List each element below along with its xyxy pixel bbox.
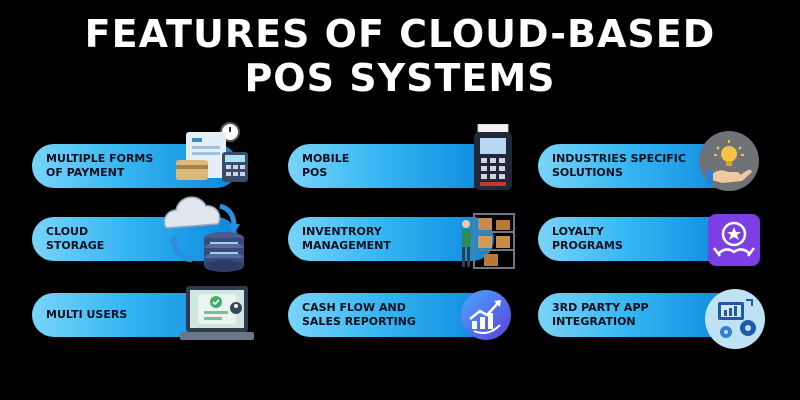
feature-cloud-storage: CLOUD STORAGE [32, 217, 238, 261]
title-line-1: FEATURES OF CLOUD-BASED [84, 12, 716, 56]
feature-label: MULTI USERS [46, 308, 128, 321]
feature-label: CLOUD STORAGE [46, 225, 105, 252]
feature-label: INVENTRORY MANAGEMENT [302, 225, 391, 252]
title-line-2: POS SYSTEMS [244, 56, 556, 100]
feature-cash-flow-sales-reporting: CASH FLOW AND SALES REPORTING [288, 293, 494, 337]
payment-icon [172, 122, 252, 188]
feature-label: CASH FLOW AND SALES REPORTING [302, 301, 416, 328]
laptop-users-icon [180, 284, 254, 346]
feature-mobile-pos: MOBILE POS [288, 144, 494, 188]
feature-label: 3RD PARTY APP INTEGRATION [552, 301, 649, 328]
loyalty-badge-icon [708, 214, 760, 266]
page-title: FEATURES OF CLOUD-BASED POS SYSTEMS [0, 12, 800, 100]
cloud-storage-icon [158, 192, 254, 274]
feature-third-party-integration: 3RD PARTY APP INTEGRATION [538, 293, 738, 337]
feature-label: INDUSTRIES SPECIFIC SOLUTIONS [552, 152, 686, 179]
feature-label: LOYALTY PROGRAMS [552, 225, 623, 252]
growth-chart-icon [460, 289, 512, 341]
integration-icon [704, 288, 766, 350]
feature-label: MULTIPLE FORMS OF PAYMENT [46, 152, 154, 179]
feature-inventory-management: INVENTRORY MANAGEMENT [288, 217, 494, 261]
card-terminal-icon [472, 124, 514, 192]
warehouse-worker-icon [456, 212, 516, 270]
feature-loyalty-programs: LOYALTY PROGRAMS [538, 217, 738, 261]
lightbulb-hand-icon [698, 130, 760, 192]
feature-label: MOBILE POS [302, 152, 350, 179]
